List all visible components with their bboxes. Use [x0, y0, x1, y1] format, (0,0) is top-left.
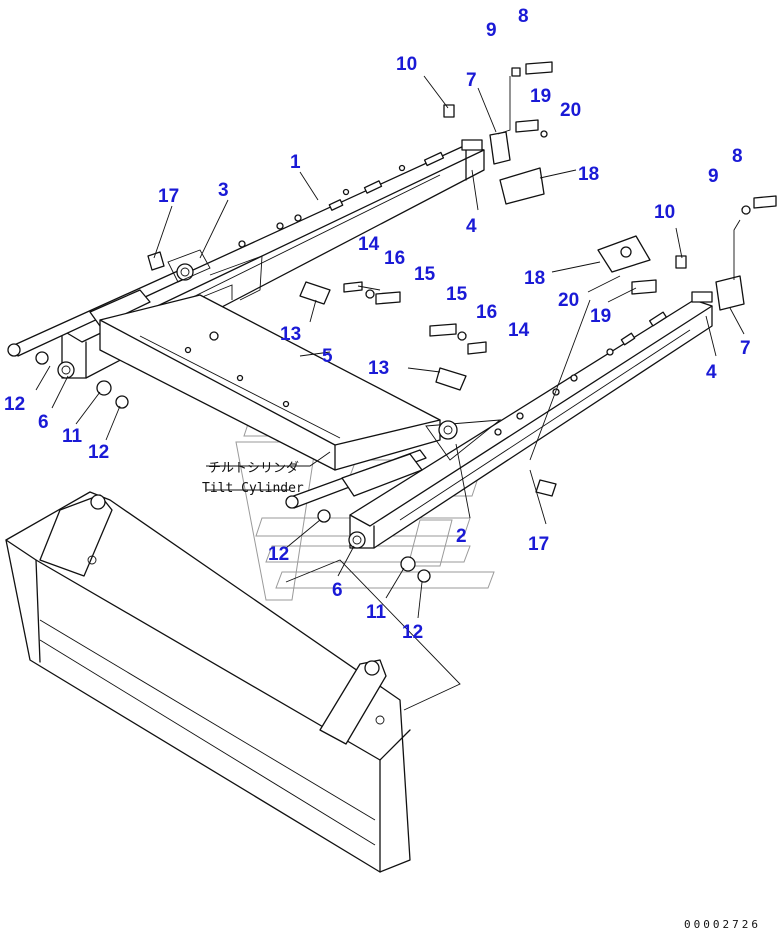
callout-3: 3: [218, 180, 229, 201]
callout-8: 8: [518, 6, 529, 27]
right-frame-arm: [348, 291, 713, 549]
callout-20: 20: [558, 290, 579, 311]
callout-11: 11: [62, 426, 83, 447]
tilt-cylinder-annotation: チルトシリンダ Tilt Cylinder: [202, 451, 331, 496]
callout-2: 2: [456, 526, 467, 547]
callout-17: 17: [158, 186, 179, 207]
callout-12: 12: [402, 622, 423, 643]
drawing-code: 00002726: [684, 918, 761, 931]
callout-11: 11: [366, 602, 387, 623]
blade: [5, 491, 461, 873]
callout-19: 19: [590, 306, 611, 327]
callout-numbers: 1 2 3 4 4 5 6 6 7 7 8 8 9 9 10 10 11 11 …: [4, 6, 751, 643]
tilt-cylinder-label-en: Tilt Cylinder: [202, 481, 304, 496]
callout-13: 13: [280, 324, 301, 345]
callout-7: 7: [466, 70, 477, 91]
callout-4: 4: [466, 216, 477, 237]
callout-12: 12: [4, 394, 25, 415]
right-tilt-cylinder: [285, 420, 458, 509]
callout-18: 18: [524, 268, 545, 289]
callout-4: 4: [706, 362, 717, 383]
callout-1: 1: [290, 152, 301, 173]
callout-10: 10: [396, 54, 417, 75]
callout-20: 20: [560, 100, 581, 121]
callout-7: 7: [740, 338, 751, 359]
callout-16: 16: [476, 302, 497, 323]
callout-15: 15: [446, 284, 468, 305]
callout-9: 9: [486, 20, 497, 41]
callout-12: 12: [88, 442, 109, 463]
callout-14: 14: [508, 320, 530, 341]
callout-9: 9: [708, 166, 719, 187]
tilt-cylinder-label-jp: チルトシリンダ: [208, 461, 299, 476]
callout-12: 12: [268, 544, 289, 565]
cross-frame: [99, 294, 441, 471]
callout-16: 16: [384, 248, 405, 269]
leader-lines: [35, 75, 745, 619]
left-tilt-rod: [7, 249, 211, 357]
hardware-pieces: [35, 61, 777, 583]
callout-13: 13: [368, 358, 389, 379]
callout-8: 8: [732, 146, 743, 167]
callout-10: 10: [654, 202, 675, 223]
callout-5: 5: [322, 346, 333, 367]
callout-6: 6: [332, 580, 343, 601]
callout-18: 18: [578, 164, 599, 185]
callout-6: 6: [38, 412, 49, 433]
callout-19: 19: [530, 86, 551, 107]
callout-17: 17: [528, 534, 549, 555]
callout-14: 14: [358, 234, 380, 255]
callout-15: 15: [414, 264, 436, 285]
